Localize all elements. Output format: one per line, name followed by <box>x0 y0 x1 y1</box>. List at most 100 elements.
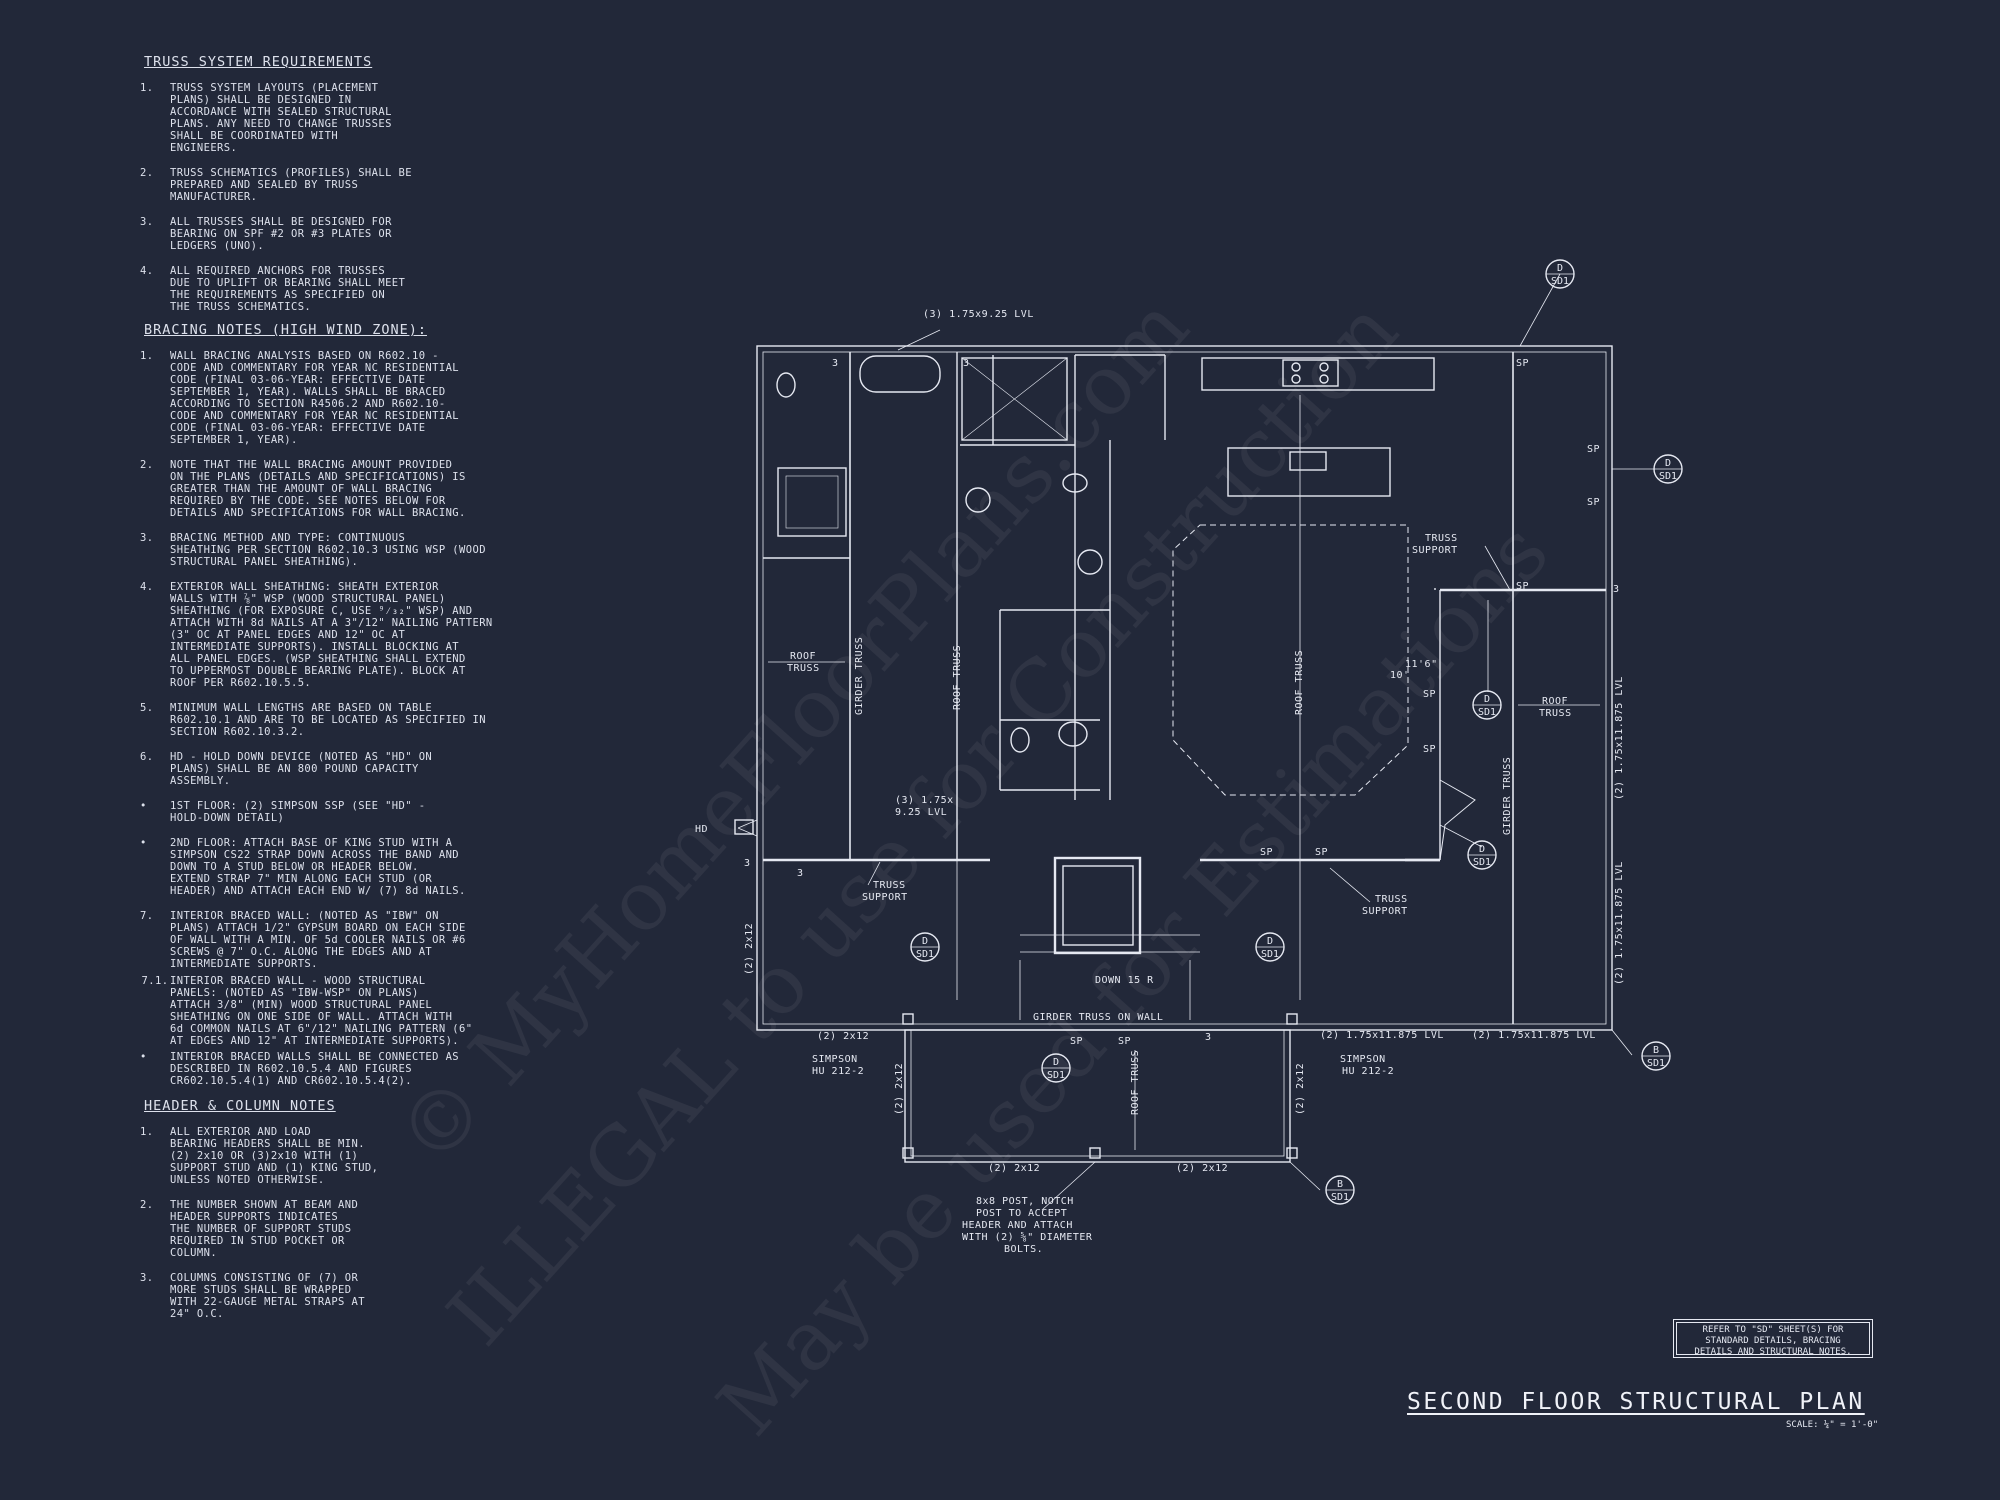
sheet-scale: SCALE: ¼" = 1'-0" <box>1786 1420 1879 1430</box>
note-number: 7.1. <box>141 975 169 987</box>
post-note-4: WITH (2) ⅝" DIAMETER <box>962 1231 1093 1243</box>
hd-label: HD <box>695 824 708 835</box>
two-2x12-left: (2) 2x12 <box>894 1063 905 1115</box>
detail-bubble-top: D <box>1053 1057 1059 1068</box>
burner <box>1291 374 1301 384</box>
detail-bubble-top: D <box>1267 936 1273 947</box>
detail-bubble-bottom: SD1 <box>1473 857 1491 868</box>
header-notes-heading: HEADER & COLUMN NOTES <box>144 1098 336 1114</box>
cooktop <box>1282 359 1339 387</box>
note-number: 7. <box>140 910 154 922</box>
post-note-2: POST TO ACCEPT <box>976 1208 1067 1219</box>
detail-bubble-top: D <box>1479 844 1485 855</box>
note-item: 7.1.INTERIOR BRACED WALL - WOOD STRUCTUR… <box>140 975 500 1047</box>
note-item: 2.TRUSS SCHEMATICS (PROFILES) SHALL BE P… <box>140 167 500 203</box>
truss-support-top-1: TRUSS <box>1425 533 1458 544</box>
note-number: 1. <box>140 82 154 94</box>
island-sink <box>1289 451 1327 471</box>
note-item: 1. ALL EXTERIOR AND LOAD BEARING HEADERS … <box>140 1126 500 1186</box>
detail-bubble-bottom: SD1 <box>1647 1058 1665 1069</box>
note-item: 2.THE NUMBER SHOWN AT BEAM AND HEADER SU… <box>140 1199 500 1259</box>
note-item: •2ND FLOOR: ATTACH BASE OF KING STUD WIT… <box>140 837 500 897</box>
kitchen-counter <box>1201 357 1435 391</box>
note-item: 3.BRACING METHOD AND TYPE: CONTINUOUS SH… <box>140 532 500 568</box>
post-note-3: HEADER AND ATTACH <box>962 1220 1073 1231</box>
detail-leader <box>1611 1029 1633 1056</box>
hd-leader <box>737 819 758 829</box>
stair-down-label: DOWN 15 R <box>1095 975 1154 986</box>
stair-landing <box>1062 865 1134 946</box>
note-item: 4.EXTERIOR WALL SHEATHING: SHEATH EXTERI… <box>140 581 500 689</box>
hd-box <box>734 819 754 835</box>
toilet <box>1010 727 1030 753</box>
sp-label: SP <box>1423 689 1436 700</box>
note-item: 1.WALL BRACING ANALYSIS BASED ON R602.10… <box>140 350 500 446</box>
stud-count: 3 <box>832 358 839 369</box>
exterior-wall <box>756 345 1613 1031</box>
bracing-notes-heading: BRACING NOTES (HIGH WIND ZONE): <box>144 322 427 338</box>
lvl-mid-label-2: 9.25 LVL <box>895 807 947 818</box>
note-text: WALL BRACING ANALYSIS BASED ON R602.10 -… <box>170 350 460 446</box>
post <box>902 1147 914 1159</box>
closet-unit-inner <box>785 475 839 529</box>
note-number: 3. <box>140 532 154 544</box>
note-number: • <box>140 1051 147 1063</box>
simpson-left-1: SIMPSON <box>812 1054 858 1065</box>
reference-note: REFER TO "SD" SHEET(S) FOR STANDARD DETA… <box>1676 1322 1870 1357</box>
note-text: NOTE THAT THE WALL BRACING AMOUNT PROVID… <box>170 459 466 519</box>
note-text: MINIMUM WALL LENGTHS ARE BASED ON TABLE … <box>170 702 486 738</box>
post <box>1089 1147 1101 1159</box>
sp-label: SP <box>1118 1036 1131 1047</box>
burner <box>1291 362 1301 372</box>
detail-bubble-top: D <box>1484 694 1490 705</box>
detail-leader <box>1329 867 1371 903</box>
sp-label: SP <box>1516 358 1529 369</box>
post <box>1286 1013 1298 1025</box>
detail-leader <box>897 329 941 351</box>
note-text: COLUMNS CONSISTING OF (7) OR MORE STUDS … <box>170 1272 365 1320</box>
detail-bubble-bottom: SD1 <box>1331 1192 1349 1203</box>
note-number: 4. <box>140 265 154 277</box>
roof-truss-mid-label: ROOF TRUSS <box>952 645 963 710</box>
note-text: HD - HOLD DOWN DEVICE (NOTED AS "HD" ON … <box>170 751 433 787</box>
simpson-left-2: HU 212-2 <box>812 1066 864 1077</box>
note-text: INTERIOR BRACED WALL: (NOTED AS "IBW" ON… <box>170 910 466 970</box>
front-porch <box>904 1029 1291 1163</box>
lvl-mid-label-1: (3) 1.75x <box>895 795 954 806</box>
kitchen-island <box>1227 447 1391 497</box>
post-note-1: 8x8 POST, NOTCH <box>976 1196 1074 1207</box>
simpson-right-2: HU 212-2 <box>1342 1066 1394 1077</box>
truss-support-right-2: SUPPORT <box>1362 906 1408 917</box>
post <box>902 1013 914 1025</box>
dim-10: 10' <box>1390 670 1410 681</box>
sp-label: SP <box>1315 847 1328 858</box>
truss-notes-heading: TRUSS SYSTEM REQUIREMENTS <box>144 54 373 70</box>
note-number: 3. <box>140 1272 154 1284</box>
note-item: 4.ALL REQUIRED ANCHORS FOR TRUSSES DUE T… <box>140 265 500 313</box>
two-2x12-top: (2) 2x12 <box>817 1031 869 1042</box>
lvl-top-label: (3) 1.75x9.25 LVL <box>923 309 1034 320</box>
truss-support-left-1: TRUSS <box>873 880 906 891</box>
detail-leader <box>1289 1161 1321 1191</box>
note-number: 4. <box>140 581 154 593</box>
sp-label: SP <box>1260 847 1273 858</box>
stair-opening <box>1053 856 1142 955</box>
detail-bubble-top: B <box>1653 1045 1659 1056</box>
dim-11-6: 11'6" <box>1405 659 1438 670</box>
truss-notes-list: 1. TRUSS SYSTEM LAYOUTS (PLACEMENT PLANS)… <box>140 82 500 313</box>
header-notes-list: 1. ALL EXTERIOR AND LOAD BEARING HEADERS … <box>140 1126 500 1320</box>
lvl-right-1: (2) 1.75x11.875 LVL <box>1320 1030 1444 1041</box>
note-item: •1ST FLOOR: (2) SIMPSON SSP (SEE "HD" - … <box>140 800 500 824</box>
shower <box>961 357 1068 441</box>
note-text: INTERIOR BRACED WALLS SHALL BE CONNECTED… <box>170 1051 460 1087</box>
note-text: TRUSS SYSTEM LAYOUTS (PLACEMENT PLANS) S… <box>170 82 392 154</box>
note-text: ALL EXTERIOR AND LOAD BEARING HEADERS SH… <box>170 1126 379 1186</box>
detail-leader <box>1439 824 1483 848</box>
front-porch-inner <box>910 1029 1285 1157</box>
detail-bubble-bottom: SD1 <box>916 949 934 960</box>
note-number: 1. <box>140 1126 154 1138</box>
bathtub <box>859 355 941 393</box>
note-text: ALL TRUSSES SHALL BE DESIGNED FOR BEARIN… <box>170 216 392 252</box>
burner <box>1319 374 1329 384</box>
detail-bubble-bottom: SD1 <box>1551 276 1569 287</box>
